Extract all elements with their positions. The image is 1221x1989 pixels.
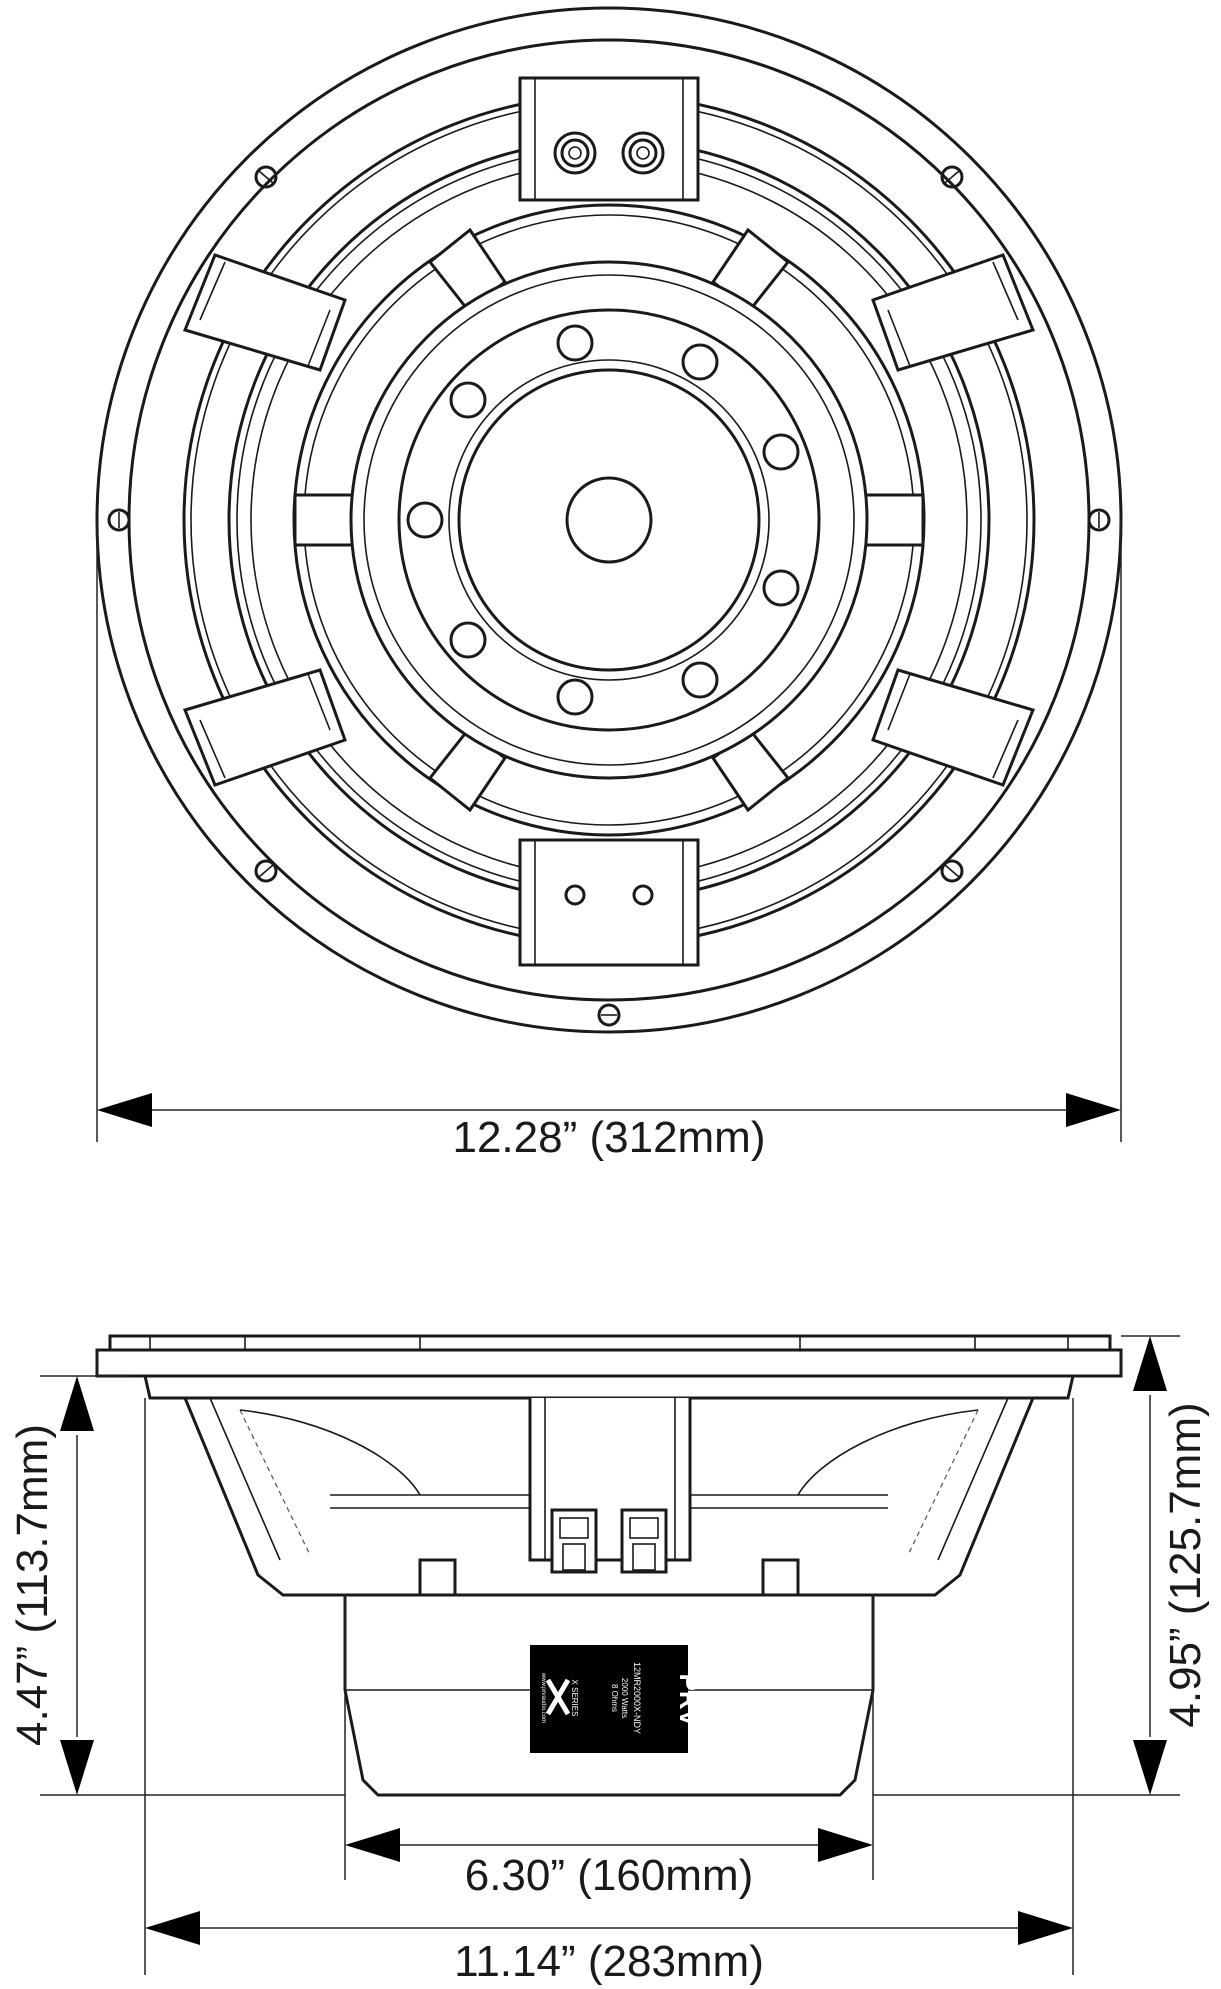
side-terminals bbox=[550, 1508, 668, 1574]
badge-series: X SERIES bbox=[570, 1680, 579, 1717]
magnet-diameter-dimension bbox=[344, 1595, 874, 1880]
mounting-holes bbox=[107, 165, 1111, 1027]
badge-brand: PRV bbox=[674, 1674, 704, 1728]
terminal-posts bbox=[553, 131, 665, 175]
front-diameter-label: 12.28” (312mm) bbox=[452, 1113, 765, 1162]
motor-bolts bbox=[406, 324, 800, 716]
bolt-circle bbox=[397, 308, 821, 732]
x-series-logo bbox=[545, 1678, 571, 1716]
side-flange bbox=[95, 1348, 1123, 1378]
front-diameter-dimension bbox=[96, 520, 1122, 1142]
side-depth-label: 4.47” (113.7mm) bbox=[8, 1424, 57, 1746]
label-badge: PRV 12MR2000X-NDY 2000 Watts 8 Ohms X SE… bbox=[530, 1645, 704, 1753]
badge-power: 2000 Watts bbox=[620, 1678, 629, 1718]
basket-diameter-dimension bbox=[144, 1398, 1074, 1975]
badge-model: 12MR2000X-NDY bbox=[632, 1662, 642, 1734]
basket-diameter-label: 11.14” (283mm) bbox=[454, 1937, 764, 1986]
side-depth-dimension bbox=[40, 1375, 345, 1796]
overall-depth-dimension bbox=[873, 1335, 1180, 1796]
front-view bbox=[95, 6, 1123, 1034]
badge-url: www.prvaudio.com bbox=[540, 1672, 546, 1723]
overall-depth-label: 4.95” (125.7mm) bbox=[1161, 1402, 1210, 1727]
badge-impedance: 8 Ohms bbox=[610, 1684, 619, 1712]
pole-piece bbox=[565, 476, 653, 564]
side-view: PRV 12MR2000X-NDY 2000 Watts 8 Ohms X SE… bbox=[95, 1334, 1123, 1797]
magnet-diameter-label: 6.30” (160mm) bbox=[465, 1851, 754, 1900]
